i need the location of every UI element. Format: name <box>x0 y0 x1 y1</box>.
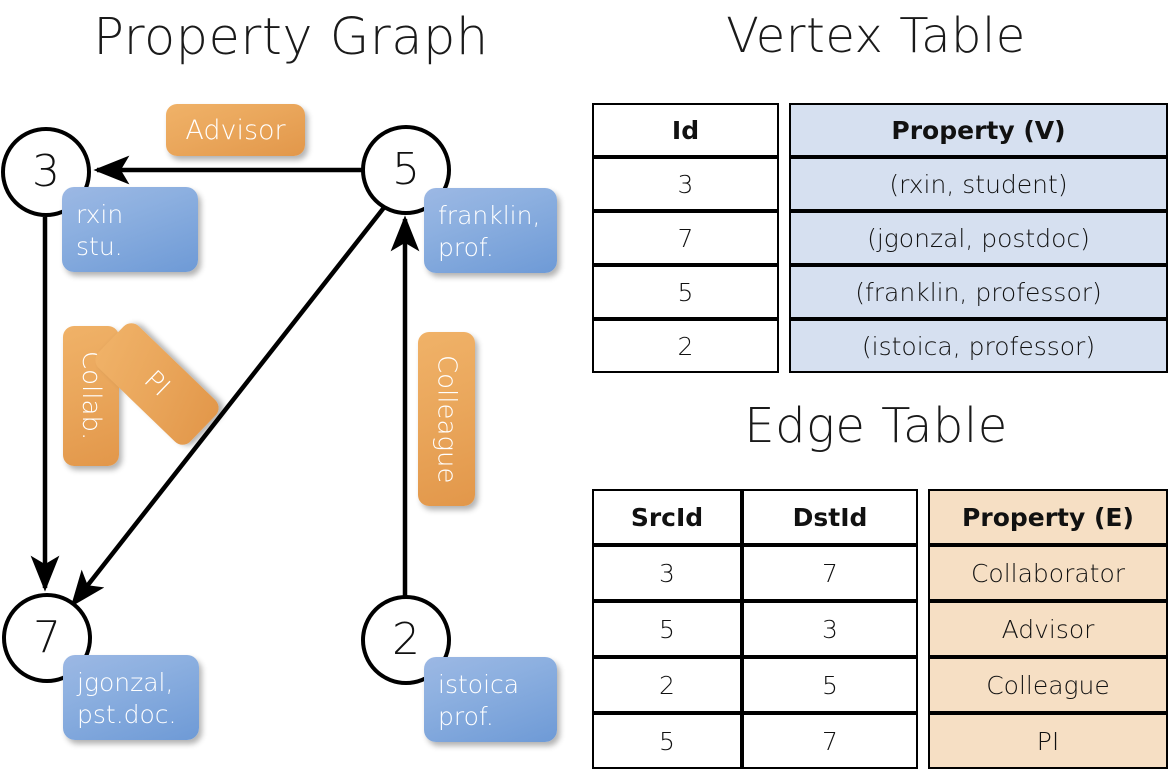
node-property-line: rxin <box>76 200 124 229</box>
table-row[interactable]: 5 3 Advisor <box>592 601 1168 657</box>
graph-node-3-id: 3 <box>32 146 60 197</box>
node-property-line: jgonzal, <box>77 668 174 697</box>
edge-label-colleague-text: Colleague <box>431 354 462 484</box>
node-property-line: prof. <box>438 702 494 731</box>
table-row[interactable]: 3 (rxin, student) <box>592 157 1168 211</box>
edge-cell-dstid: 3 <box>742 601 918 657</box>
node-property-box-2: istoica prof. <box>424 657 557 742</box>
graph-node-2[interactable]: 2 <box>361 595 451 685</box>
node-property-line: prof. <box>438 233 494 262</box>
vertex-cell-property: (franklin, professor) <box>789 265 1168 319</box>
vertex-table-header-property: Property (V) <box>789 103 1168 157</box>
vertex-cell-id: 3 <box>592 157 779 211</box>
vertex-table-column-gap <box>779 211 789 265</box>
edge-table-column-gap <box>918 713 928 769</box>
edge-cell-srcid: 2 <box>592 657 742 713</box>
node-property-box-5: franklin, prof. <box>424 188 557 273</box>
edge-cell-dstid: 7 <box>742 545 918 601</box>
page-title-vertex-table: Vertex Table <box>726 8 1026 64</box>
node-property-box-7: jgonzal, pst.doc. <box>63 655 199 740</box>
graph-edge-lines <box>30 155 420 607</box>
graph-node-2-id: 2 <box>392 614 420 665</box>
page-title-property-graph: Property Graph <box>93 8 489 67</box>
edge-table-column-gap <box>918 657 928 713</box>
edge-label-colleague: Colleague <box>418 332 475 506</box>
table-row[interactable]: 5 (franklin, professor) <box>592 265 1168 319</box>
vertex-table-column-gap <box>779 157 789 211</box>
vertex-table: Id Property (V) 3 (rxin, student) 7 (jgo… <box>592 103 1168 373</box>
table-row[interactable]: 5 7 PI <box>592 713 1168 769</box>
table-row[interactable]: 2 (istoica, professor) <box>592 319 1168 373</box>
node-property-line: pst.doc. <box>77 700 177 729</box>
edge-table-column-gap <box>918 545 928 601</box>
node-property-line: stu. <box>76 232 123 261</box>
edge-table-header-dstid: DstId <box>742 489 918 545</box>
edge-line-5-to-7 <box>70 203 388 607</box>
vertex-cell-property: (istoica, professor) <box>789 319 1168 373</box>
vertex-cell-id: 5 <box>592 265 779 319</box>
graph-node-5-id: 5 <box>392 144 420 195</box>
edge-table: SrcId DstId Property (E) 3 7 Collaborato… <box>592 489 1168 769</box>
edge-label-pi-text: PI <box>138 365 176 403</box>
edge-cell-srcid: 3 <box>592 545 742 601</box>
vertex-table-column-gap <box>779 265 789 319</box>
node-property-box-3: rxin stu. <box>62 187 198 272</box>
edge-cell-property: Advisor <box>928 601 1168 657</box>
edge-cell-srcid: 5 <box>592 713 742 769</box>
graph-node-5[interactable]: 5 <box>361 125 451 215</box>
table-row[interactable]: 2 5 Colleague <box>592 657 1168 713</box>
edge-table-header-property: Property (E) <box>928 489 1168 545</box>
edge-table-column-gap <box>918 489 928 545</box>
edge-cell-dstid: 7 <box>742 713 918 769</box>
edge-table-header-srcid: SrcId <box>592 489 742 545</box>
property-graph-diagram: 3 5 7 2 rxin stu. franklin, prof. jgonza… <box>0 0 582 760</box>
vertex-table-column-gap <box>779 103 789 157</box>
node-property-line: franklin, <box>438 201 541 230</box>
edge-cell-property: Colleague <box>928 657 1168 713</box>
vertex-cell-property: (jgonzal, postdoc) <box>789 211 1168 265</box>
table-row[interactable]: 7 (jgonzal, postdoc) <box>592 211 1168 265</box>
vertex-table-header-row: Id Property (V) <box>592 103 1168 157</box>
edge-cell-srcid: 5 <box>592 601 742 657</box>
vertex-table-column-gap <box>779 319 789 373</box>
vertex-table-header-id: Id <box>592 103 779 157</box>
page-title-edge-table: Edge Table <box>744 398 1008 454</box>
edge-cell-property: PI <box>928 713 1168 769</box>
vertex-cell-id: 7 <box>592 211 779 265</box>
edge-table-column-gap <box>918 601 928 657</box>
vertex-cell-id: 2 <box>592 319 779 373</box>
table-row[interactable]: 3 7 Collaborator <box>592 545 1168 601</box>
graph-node-7-id: 7 <box>33 612 61 663</box>
edge-table-header-row: SrcId DstId Property (E) <box>592 489 1168 545</box>
vertex-cell-property: (rxin, student) <box>789 157 1168 211</box>
edge-label-advisor-text: Advisor <box>185 114 286 146</box>
edge-cell-dstid: 5 <box>742 657 918 713</box>
node-property-line: istoica <box>438 670 520 699</box>
edge-label-collab: Collab. <box>63 326 119 466</box>
edge-cell-property: Collaborator <box>928 545 1168 601</box>
edge-label-advisor: Advisor <box>166 104 305 156</box>
